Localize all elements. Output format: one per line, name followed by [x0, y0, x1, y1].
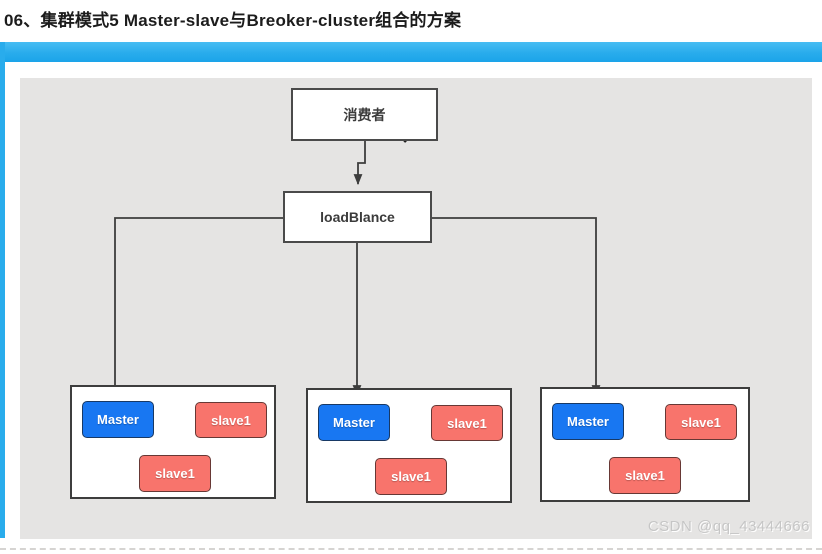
- broker-cluster-2: Master slave1 slave1: [306, 388, 512, 503]
- diagram-panel: 消费者 loadBlance Master slave1 slave1 Mast…: [20, 78, 812, 539]
- bottom-dashed-divider: [0, 548, 822, 550]
- slave-label: slave1: [447, 415, 487, 431]
- slave-label: slave1: [211, 412, 251, 428]
- page-title: 06、集群模式5 Master-slave与Breoker-cluster组合的…: [4, 11, 462, 30]
- window-frame-left: [0, 42, 5, 538]
- load-balancer-node: loadBlance: [283, 191, 432, 243]
- slave-bottom-node: slave1: [609, 457, 681, 494]
- master-label: Master: [333, 415, 375, 430]
- broker-cluster-3: Master slave1 slave1: [540, 387, 750, 502]
- broker-cluster-1: Master slave1 slave1: [70, 385, 276, 499]
- arrow-loadbalancer-to-cluster-3: [432, 217, 601, 397]
- slave-label: slave1: [391, 469, 431, 484]
- slave-bottom-node: slave1: [139, 455, 211, 492]
- slave-bottom-node: slave1: [375, 458, 447, 495]
- slave-label: slave1: [155, 466, 195, 481]
- slave-right-node: slave1: [195, 402, 267, 438]
- slave-right-node: slave1: [665, 404, 737, 440]
- consumer-node: 消费者: [291, 88, 438, 141]
- consumer-label: 消费者: [343, 106, 386, 123]
- slave-label: slave1: [681, 414, 721, 430]
- master-node: Master: [552, 403, 624, 440]
- csdn-watermark: CSDN @qq_43444666: [647, 518, 810, 535]
- slave-right-node: slave1: [431, 405, 503, 441]
- window-frame-top: [0, 42, 822, 62]
- master-node: Master: [318, 404, 390, 441]
- master-label: Master: [567, 414, 609, 429]
- slave-label: slave1: [625, 468, 665, 483]
- master-label: Master: [97, 412, 139, 427]
- master-node: Master: [82, 401, 154, 438]
- arrow-consumer-to-loadbalancer: [353, 141, 366, 186]
- load-balancer-label: loadBlance: [320, 209, 395, 225]
- arrow-loadbalancer-to-cluster-1: [110, 217, 283, 397]
